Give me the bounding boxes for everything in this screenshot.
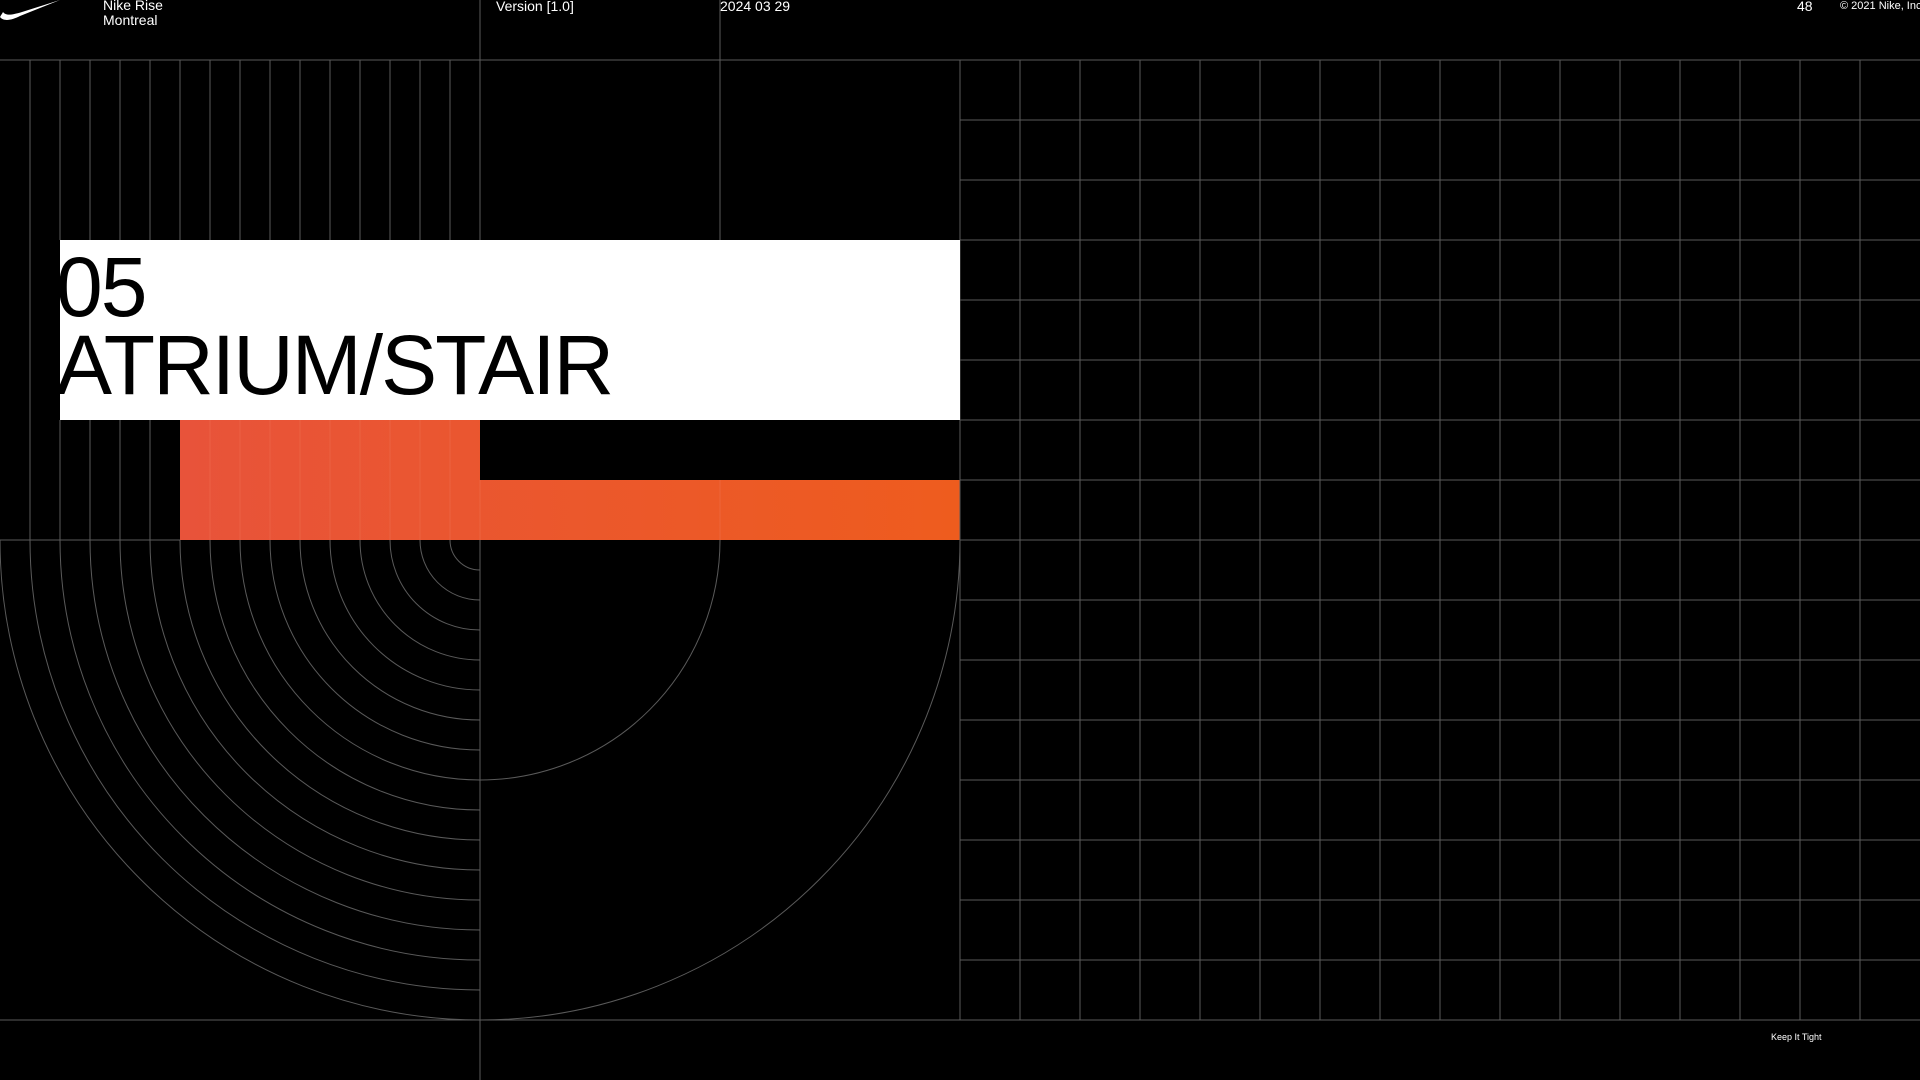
copyright-label: © 2021 Nike, Inc. [1840, 0, 1920, 12]
nike-swoosh-icon [0, 0, 60, 20]
brand-name: Nike Rise [103, 0, 163, 13]
brand-location: Montreal [103, 12, 158, 28]
orange-stripes [209, 420, 721, 540]
section-number: 05 [60, 240, 147, 334]
footer-tagline: Keep It Tight [1771, 1032, 1822, 1042]
date-label: 2024 03 29 [720, 0, 791, 14]
top-left-stripes [29, 60, 451, 540]
page-number: 48 [1797, 0, 1813, 14]
large-arc [479, 539, 961, 1021]
orange-accent-shape [180, 420, 960, 540]
medium-arc [479, 539, 721, 781]
section-title-box: 05 ATRIUM/STAIR [60, 240, 960, 420]
section-title: ATRIUM/STAIR [60, 318, 614, 412]
version-label: Version [1.0] [496, 0, 574, 14]
concentric-arcs [0, 539, 481, 1021]
brand-label: Nike Rise Montreal [103, 0, 163, 28]
right-square-grid [959, 60, 1920, 1020]
